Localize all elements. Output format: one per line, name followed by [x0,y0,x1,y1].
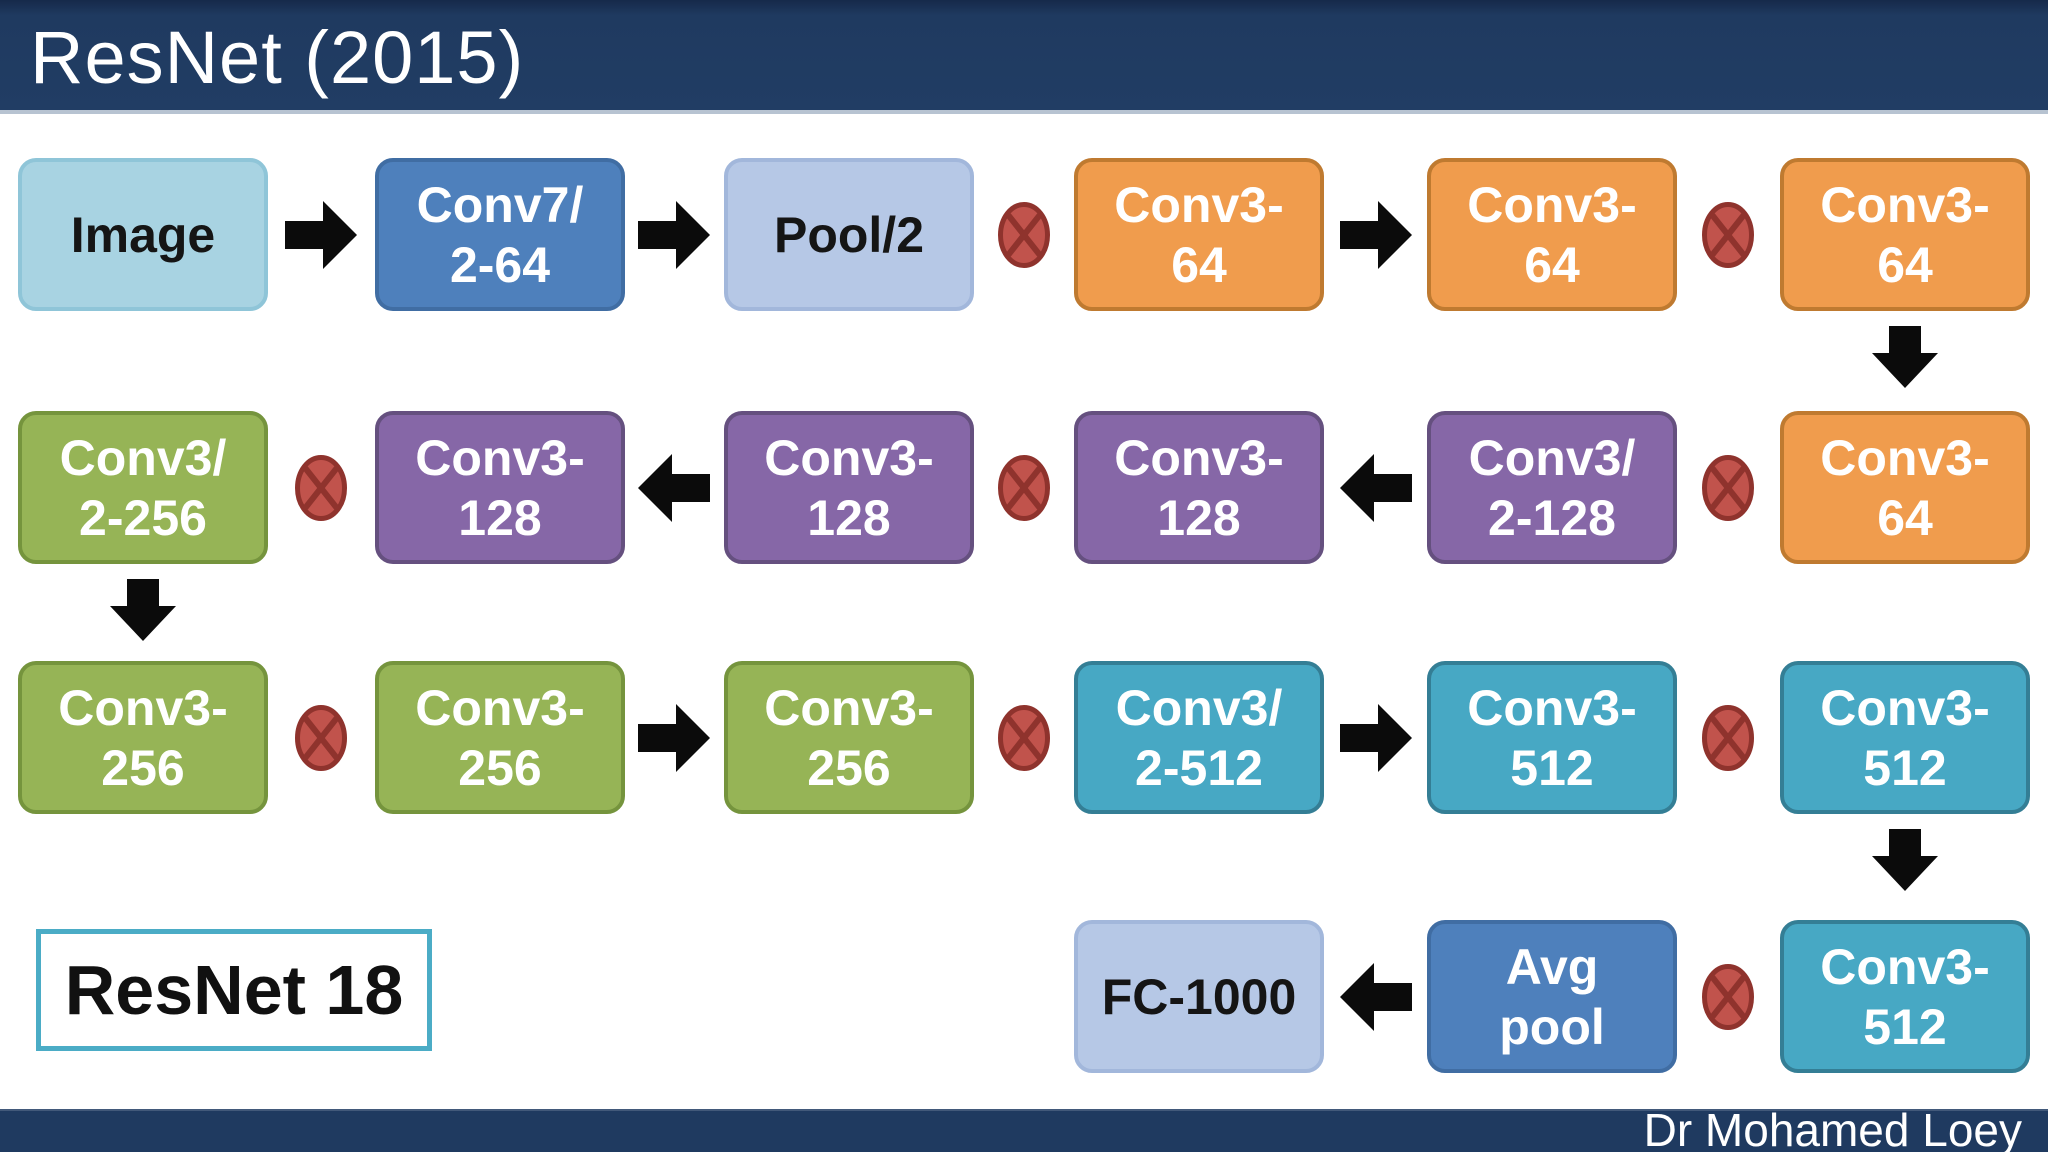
flow-arrow-right-icon [285,201,357,269]
node-conv3-256: Conv3- 256 [724,661,974,814]
node-conv3-2-512: Conv3/ 2-512 [1074,661,1324,814]
flow-arrow-left-icon [1340,454,1412,522]
node-conv3-256: Conv3- 256 [375,661,625,814]
flow-arrow-right-icon [638,201,710,269]
resnet18-label: ResNet 18 [64,951,404,1029]
flow-arrow-down-icon [110,579,176,641]
node-conv3-2-128: Conv3/ 2-128 [1427,411,1677,564]
node-conv3-2-256: Conv3/ 2-256 [18,411,268,564]
node-conv3-128: Conv3- 128 [1074,411,1324,564]
residual-add-icon [998,455,1050,521]
residual-add-icon [1702,202,1754,268]
residual-add-icon [998,202,1050,268]
flow-arrow-down-icon [1872,326,1938,388]
node-conv3-128: Conv3- 128 [724,411,974,564]
footer-credit: Dr Mohamed Loey [1643,1104,2022,1152]
node-fc-1000: FC-1000 [1074,920,1324,1073]
node-avg-pool: Avg pool [1427,920,1677,1073]
node-conv7-2-64: Conv7/ 2-64 [375,158,625,311]
flow-arrow-right-icon [1340,201,1412,269]
residual-add-icon [295,705,347,771]
flow-arrow-right-icon [638,704,710,772]
node-conv3-64: Conv3- 64 [1780,411,2030,564]
node-conv3-256: Conv3- 256 [18,661,268,814]
node-conv3-64: Conv3- 64 [1074,158,1324,311]
node-image: Image [18,158,268,311]
footer-bar: Dr Mohamed Loey [0,1104,2048,1152]
residual-add-icon [295,455,347,521]
flow-arrow-left-icon [1340,963,1412,1031]
node-conv3-512: Conv3- 512 [1780,920,2030,1073]
node-pool-2: Pool/2 [724,158,974,311]
node-conv3-64: Conv3- 64 [1780,158,2030,311]
flow-arrow-down-icon [1872,829,1938,891]
flow-arrow-right-icon [1340,704,1412,772]
node-conv3-128: Conv3- 128 [375,411,625,564]
resnet18-label-box: ResNet 18 [36,929,432,1051]
residual-add-icon [1702,705,1754,771]
residual-add-icon [998,705,1050,771]
header-bar: ResNet (2015) [0,0,2048,114]
residual-add-icon [1702,964,1754,1030]
residual-add-icon [1702,455,1754,521]
node-conv3-64: Conv3- 64 [1427,158,1677,311]
slide-title: ResNet (2015) [30,16,525,99]
flow-arrow-left-icon [638,454,710,522]
node-conv3-512: Conv3- 512 [1780,661,2030,814]
node-conv3-512: Conv3- 512 [1427,661,1677,814]
